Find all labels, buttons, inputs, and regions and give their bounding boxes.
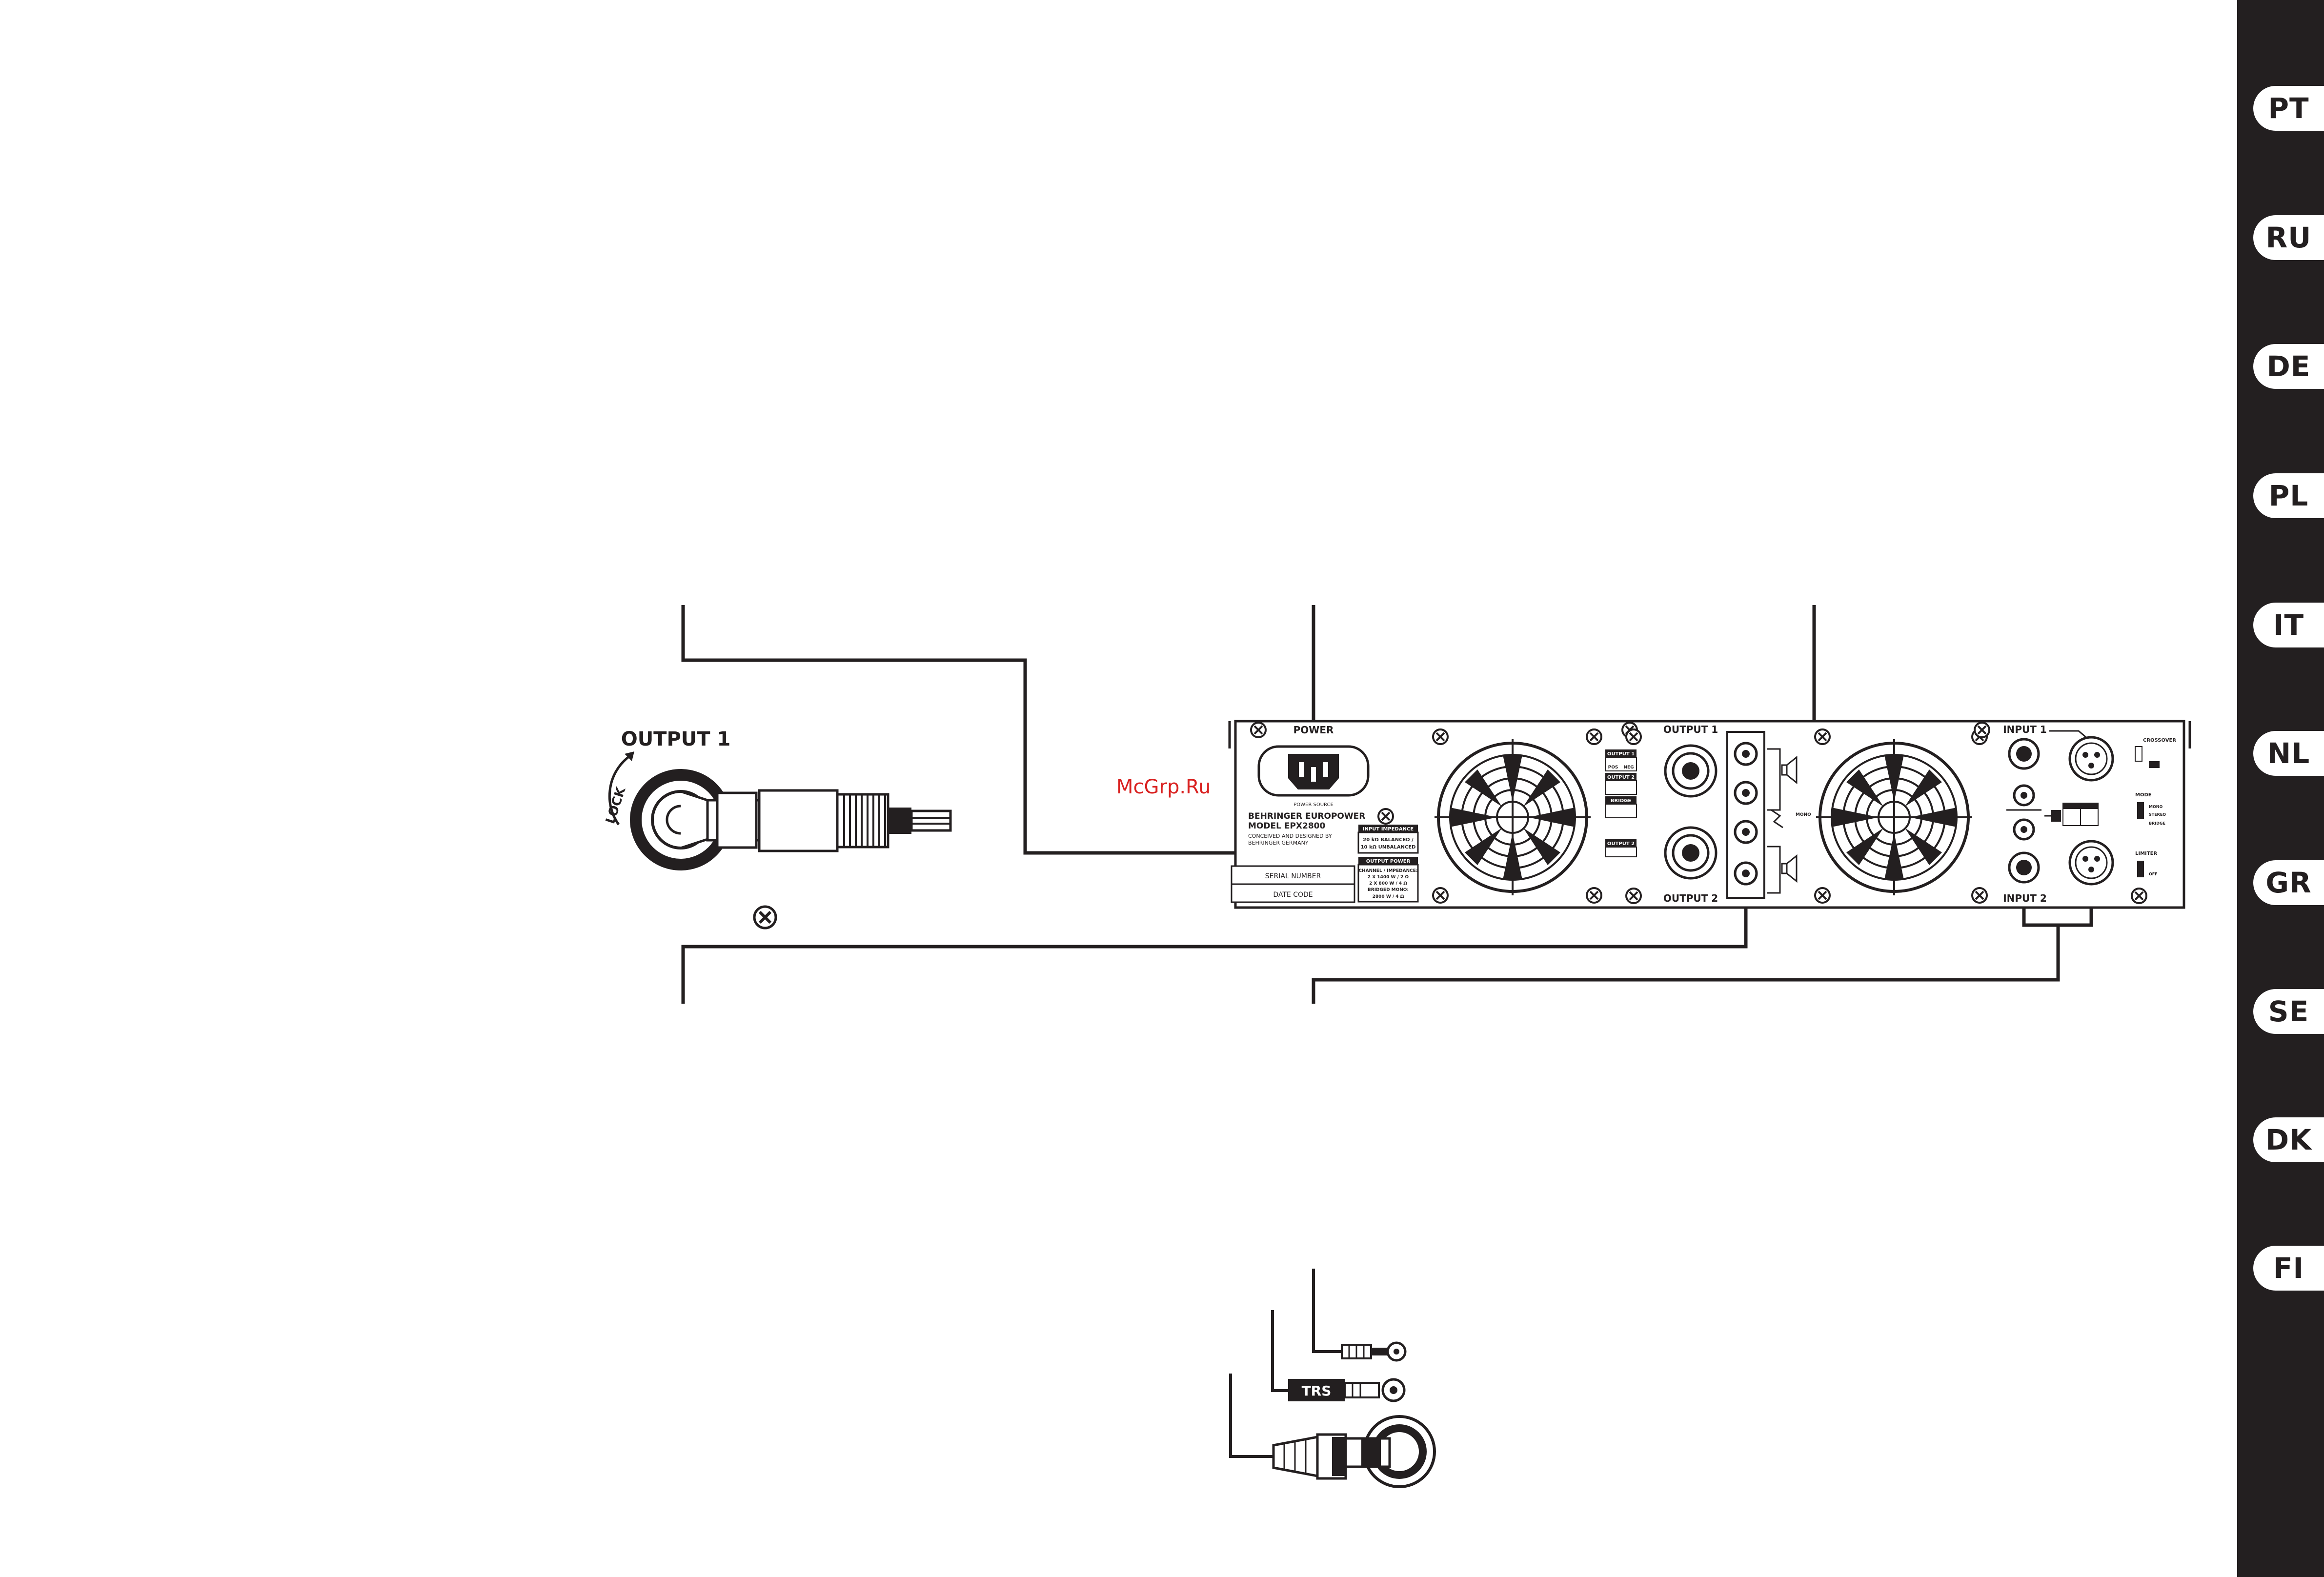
- rca-plug: [1341, 1341, 1407, 1362]
- svg-text:BRIDGE: BRIDGE: [1611, 798, 1632, 804]
- power-section: POWER POWER SOURCE: [1250, 722, 1394, 825]
- svg-text:CHANNEL / IMPEDANCE:: CHANNEL / IMPEDANCE:: [1359, 869, 1418, 873]
- lang-tab-ru[interactable]: RU: [2253, 215, 2324, 260]
- input2-xlr[interactable]: [2068, 840, 2114, 886]
- input1-rca[interactable]: [2013, 784, 2035, 807]
- svg-text:10 kΩ UNBALANCED: 10 kΩ UNBALANCED: [1361, 845, 1416, 850]
- power-source-label: POWER SOURCE: [1293, 802, 1334, 808]
- lang-tab-de[interactable]: DE: [2253, 344, 2324, 389]
- speakon-output1-socket[interactable]: [1664, 744, 1718, 798]
- rear-panel: POWER POWER SOURCE BEHRINGER EUROPOWER M…: [1228, 720, 2191, 909]
- power-label: POWER: [1293, 724, 1334, 736]
- svg-text:2 X 800 W / 4 Ω: 2 X 800 W / 4 Ω: [1369, 881, 1407, 886]
- trs-label: TRS: [1302, 1383, 1332, 1399]
- lang-tab-it[interactable]: IT: [2253, 603, 2324, 647]
- output1-detail-title: OUTPUT 1: [621, 728, 731, 750]
- lang-tab-se[interactable]: SE: [2253, 989, 2324, 1034]
- input2-jack[interactable]: [2008, 851, 2040, 884]
- input-section: INPUT 1 INPUT 2: [1974, 722, 2176, 904]
- date-code-label: DATE CODE: [1273, 891, 1313, 899]
- language-tab-bar: PT RU DE PL IT NL GR SE DK FI: [2237, 0, 2324, 1577]
- svg-text:NEG: NEG: [1623, 765, 1634, 770]
- speaker-symbols: [1767, 748, 1798, 894]
- mono-small-label: MONO: [1796, 812, 1811, 817]
- trs-plug: TRS: [1288, 1378, 1406, 1402]
- svg-text:OUTPUT 1: OUTPUT 1: [1607, 751, 1635, 757]
- serial-number-label: SERIAL NUMBER: [1265, 872, 1321, 880]
- lock-label: LOCK: [603, 785, 629, 826]
- brand-block: BEHRINGER EUROPOWER MODEL EPX2800 CONCEI…: [1231, 811, 1419, 903]
- xlr-plug: [1272, 1415, 1436, 1488]
- lock-arc: [608, 755, 630, 826]
- lang-tab-gr[interactable]: GR: [2253, 860, 2324, 905]
- brand-line1: BEHRINGER EUROPOWER: [1248, 811, 1365, 821]
- lang-tab-pt[interactable]: PT: [2253, 86, 2324, 131]
- conceived-line1: CONCEIVED AND DESIGNED BY: [1248, 833, 1332, 839]
- output-section: OUTPUT 1 OUTPUT 2 OUTPUT 1 POS NEG OUTPU…: [1605, 724, 1811, 904]
- svg-text:2 X 1400 W / 2 Ω: 2 X 1400 W / 2 Ω: [1368, 875, 1409, 880]
- input1-label: INPUT 1: [2003, 724, 2047, 735]
- svg-text:POS: POS: [1608, 765, 1618, 770]
- output-power-title: OUTPUT POWER: [1366, 859, 1411, 864]
- speakon-connector-detail: OUTPUT 1 LOCK: [603, 728, 952, 930]
- binding-posts: [1734, 742, 1758, 886]
- input-impedance-title: INPUT IMPEDANCE: [1363, 827, 1414, 832]
- input2-label: INPUT 2: [2003, 892, 2047, 904]
- output1-panel-label: OUTPUT 1: [1663, 724, 1718, 735]
- input1-xlr[interactable]: [2068, 736, 2114, 782]
- svg-text:20 kΩ BALANCED /: 20 kΩ BALANCED /: [1363, 837, 1414, 843]
- callout-input-line: [1312, 878, 2060, 1004]
- svg-text:2800 W / 4 Ω: 2800 W / 4 Ω: [1373, 894, 1404, 899]
- svg-text:BRIDGE: BRIDGE: [2149, 821, 2165, 826]
- cooling-fan-right: [1816, 739, 1972, 895]
- watermark-text: McGrp.Ru: [1116, 776, 1211, 798]
- svg-text:LIMITER: LIMITER: [2135, 851, 2157, 856]
- callout-output2-line: [681, 873, 1748, 1004]
- brand-line2: MODEL EPX2800: [1248, 821, 1326, 831]
- svg-text:CROSSOVER: CROSSOVER: [2143, 738, 2176, 743]
- conceived-line2: BEHRINGER GERMANY: [1248, 840, 1309, 846]
- svg-text:MODE: MODE: [2135, 792, 2152, 798]
- input1-jack[interactable]: [2008, 738, 2040, 770]
- svg-text:OFF: OFF: [2149, 872, 2158, 876]
- lang-tab-nl[interactable]: NL: [2253, 731, 2324, 776]
- svg-text:MONO: MONO: [2149, 805, 2162, 809]
- speakon-output2-socket[interactable]: [1664, 826, 1718, 880]
- lang-tab-fi[interactable]: FI: [2253, 1246, 2324, 1291]
- lang-tab-pl[interactable]: PL: [2253, 473, 2324, 518]
- svg-text:BRIDGED MONO:: BRIDGED MONO:: [1368, 888, 1409, 892]
- cable-legend: TRS: [1229, 1269, 1436, 1488]
- output2-panel-label: OUTPUT 2: [1663, 892, 1718, 904]
- svg-text:OUTPUT 2: OUTPUT 2: [1607, 775, 1635, 780]
- svg-text:STEREO: STEREO: [2149, 812, 2166, 817]
- cooling-fan-left: [1435, 739, 1591, 895]
- input2-rca[interactable]: [2013, 818, 2035, 841]
- svg-text:OUTPUT 2: OUTPUT 2: [1607, 841, 1635, 847]
- lang-tab-dk[interactable]: DK: [2253, 1117, 2324, 1162]
